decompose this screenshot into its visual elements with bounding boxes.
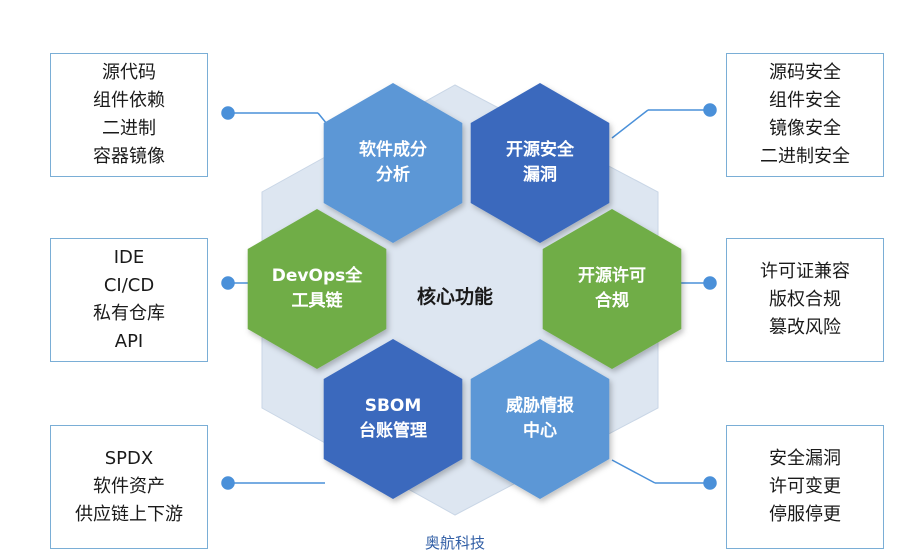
connector-dot-bottom-left (221, 476, 235, 490)
box-line: 私有仓库 (93, 303, 165, 324)
hex-line: 软件成分 (359, 140, 427, 160)
box-bottom-right: 安全漏洞 许可变更 停服停更 (726, 425, 884, 549)
hex-label-devops[interactable]: DevOps全 工具链 (242, 264, 392, 314)
connector-dot-middle-left (221, 276, 235, 290)
box-middle-right: 许可证兼容 版权合规 篡改风险 (726, 238, 884, 362)
hex-oss-vuln[interactable] (470, 83, 610, 243)
box-line: 源代码 (102, 62, 156, 83)
hex-line: 中心 (523, 421, 557, 441)
box-top-left: 源代码 组件依赖 二进制 容器镜像 (50, 53, 208, 177)
caption: 奥航科技 (424, 534, 485, 552)
box-bottom-left: SPDX 软件资产 供应链上下游 (50, 425, 208, 549)
hex-line: SBOM (364, 396, 422, 416)
box-line: 停服停更 (769, 504, 841, 525)
connector-dot-middle-right (703, 276, 717, 290)
hex-sca[interactable] (323, 83, 463, 243)
connector-dot-top-right (703, 103, 717, 117)
connector-top-right-diag (611, 109, 649, 139)
box-line: 许可证兼容 (760, 261, 850, 282)
box-line: API (114, 331, 144, 352)
hex-devops[interactable] (247, 209, 387, 369)
hex-label-threat-intel[interactable]: 威胁情报 中心 (465, 394, 615, 444)
hex-line: 合规 (595, 291, 629, 311)
hex-line: 开源许可 (578, 266, 646, 286)
box-line: 源码安全 (769, 62, 841, 83)
connector-dot-top-left (221, 106, 235, 120)
box-middle-left: IDE CI/CD 私有仓库 API (50, 238, 208, 362)
box-line: 镜像安全 (769, 118, 841, 139)
hex-threat-intel[interactable] (470, 339, 610, 499)
hex-line: DevOps全 (271, 266, 363, 286)
hex-line: 威胁情报 (506, 396, 574, 416)
box-line: 篡改风险 (769, 317, 841, 338)
connectors (221, 103, 717, 490)
box-top-right: 源码安全 组件安全 镜像安全 二进制安全 (726, 53, 884, 177)
hex-line: 漏洞 (523, 165, 557, 185)
hex-label-oss-vuln[interactable]: 开源安全 漏洞 (465, 138, 615, 188)
box-line: 容器镜像 (93, 146, 165, 167)
hex-label-sbom[interactable]: SBOM 台账管理 (318, 394, 468, 444)
hex-line: 开源安全 (506, 140, 574, 160)
box-line: 供应链上下游 (75, 504, 183, 525)
box-line: 组件依赖 (93, 90, 165, 111)
box-line: 软件资产 (93, 476, 165, 497)
hex-line: 工具链 (291, 291, 343, 311)
box-line: 许可变更 (769, 476, 841, 497)
box-line: 组件安全 (769, 90, 841, 111)
hex-license[interactable] (542, 209, 682, 369)
hex-sbom[interactable] (323, 339, 463, 499)
box-line: 安全漏洞 (769, 448, 841, 469)
box-line: CI/CD (103, 275, 155, 296)
connector-dot-bottom-right (703, 476, 717, 490)
hexagon-layer (247, 83, 682, 499)
box-line: 二进制安全 (760, 146, 850, 167)
hex-label-sca[interactable]: 软件成分 分析 (318, 138, 468, 188)
box-line: 二进制 (102, 118, 156, 139)
hex-line: 分析 (376, 165, 410, 185)
box-line: SPDX (104, 448, 154, 469)
center-label: 核心功能 (416, 286, 493, 308)
connector-bottom-right-diag (611, 459, 656, 484)
box-line: 版权合规 (769, 289, 841, 310)
box-line: IDE (113, 247, 145, 268)
hex-label-license[interactable]: 开源许可 合规 (537, 264, 687, 314)
hex-line: 台账管理 (359, 421, 427, 441)
